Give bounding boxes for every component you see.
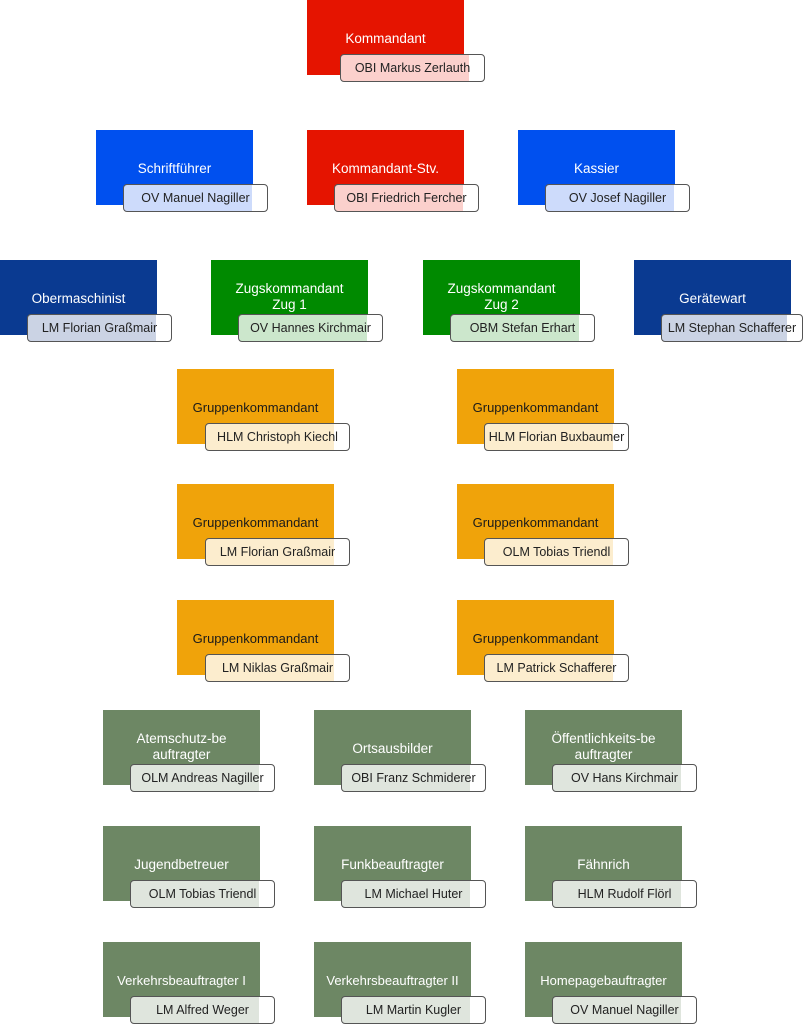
role-title: Jugendbetreuer [134,857,229,872]
person-name-label: LM Florian Graßmair [27,314,172,342]
person-name-label: OV Manuel Nagiller [552,996,697,1024]
person-name-label: HLM Rudolf Flörl [552,880,697,908]
person-name-label: OV Manuel Nagiller [123,184,268,212]
role-title: Funkbeauftragter [341,857,444,872]
role-title: Ortsausbilder [352,741,433,756]
role-title: Verkehrsbeauftragter II [326,973,459,988]
person-name-label: LM Alfred Weger [130,996,275,1024]
role-title: Kassier [573,161,619,176]
person-name-label: OV Hannes Kirchmair [238,314,383,342]
person-name-label: OBI Markus Zerlauth [340,54,485,82]
person-name-label: OBI Friedrich Fercher [334,184,479,212]
role-title: Gruppenkommandant [472,515,599,530]
person-name-label: LM Martin Kugler [341,996,486,1024]
role-title: Gruppenkommandant [472,400,599,415]
person-name-label: OLM Andreas Nagiller [130,764,275,792]
role-title: Gruppenkommandant [472,631,599,646]
person-name-label: OBM Stefan Erhart [450,314,595,342]
role-title: Gerätewart [679,291,746,306]
role-title: Schriftführer [137,161,212,176]
role-title: Zugskommandant Zug 1 [235,281,344,312]
role-title: Zugskommandant Zug 2 [447,281,556,312]
person-name-label: HLM Christoph Kiechl [205,423,350,451]
person-name-label: LM Michael Huter [341,880,486,908]
role-title: Obermaschinist [31,291,126,306]
person-name-label: LM Stephan Schafferer [661,314,803,342]
role-title: Öffentlichkeits-beauftragter [551,731,656,762]
person-name-label: OV Josef Nagiller [545,184,690,212]
role-title: Atemschutz-beauftragter [136,731,227,762]
person-name-label: LM Florian Graßmair [205,538,350,566]
person-name-label: HLM Florian Buxbaumer [484,423,629,451]
person-name-label: LM Niklas Graßmair [205,654,350,682]
role-title: Gruppenkommandant [192,515,319,530]
role-title: Verkehrsbeauftragter I [117,973,246,988]
role-title: Gruppenkommandant [192,631,319,646]
person-name-label: OV Hans Kirchmair [552,764,697,792]
role-title: Fähnrich [577,857,630,872]
person-name-label: LM Patrick Schafferer [484,654,629,682]
person-name-label: OBI Franz Schmiderer [341,764,486,792]
role-title: Gruppenkommandant [192,400,319,415]
role-title: Kommandant-Stv. [331,161,440,176]
person-name-label: OLM Tobias Triendl [484,538,629,566]
role-title: Kommandant [345,31,426,46]
role-title: Homepagebauftragter [540,973,667,988]
person-name-label: OLM Tobias Triendl [130,880,275,908]
